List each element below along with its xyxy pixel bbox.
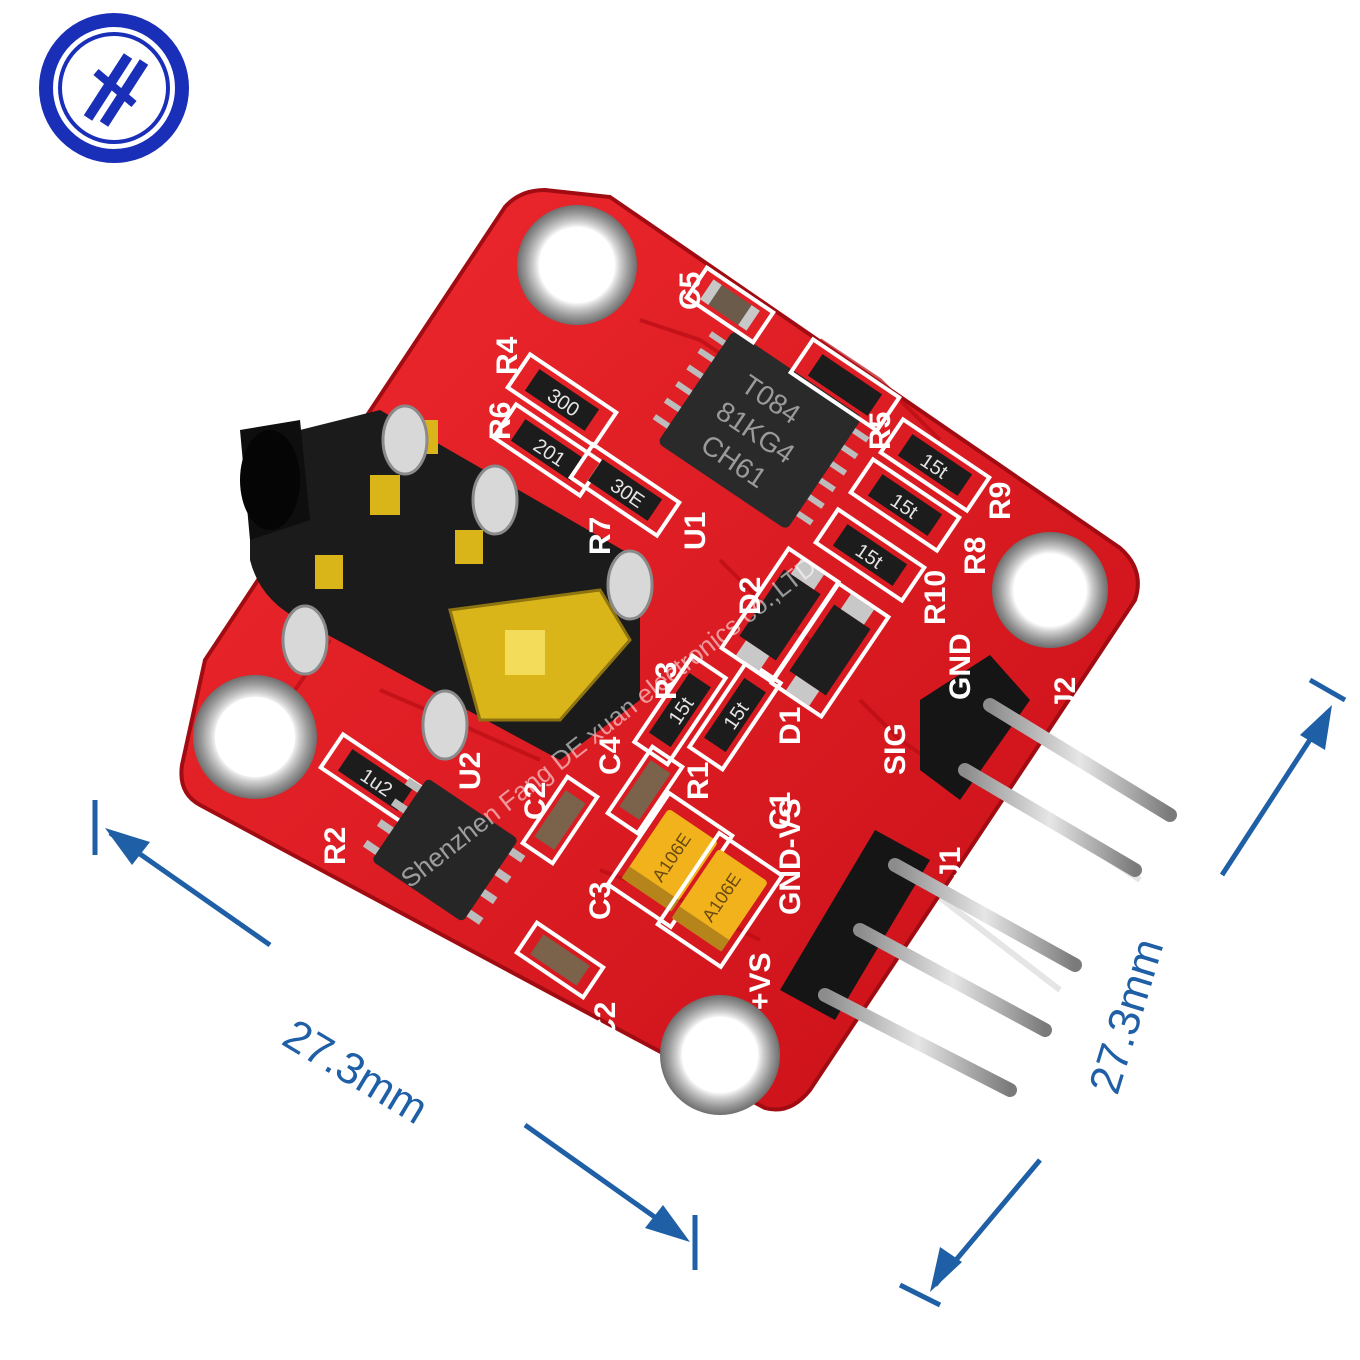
logo-icon [39,13,189,163]
label-c2-bottom: C2 [589,1002,622,1040]
ic-u2 [362,777,526,925]
label-r10: R10 [919,570,952,625]
label-c2: C2 [519,782,552,820]
label-j2: J2 [1049,677,1082,710]
pin-header-icon [780,655,1177,1097]
label-r8: R8 [959,537,992,575]
dimension-lines [92,677,1347,1308]
label-r5: R5 [864,412,897,450]
label-d2: D2 [734,577,767,615]
audio-jack-icon [240,404,654,761]
label-r1: R1 [682,762,715,800]
tantalum-capacitors: A106E A106E [604,790,786,970]
label-d1: D1 [774,707,807,745]
label-r4: R4 [491,336,524,375]
label-j1: J1 [934,847,967,880]
label-gnd-vs: GND-VS [774,798,807,915]
mounting-hole-icon [193,205,1108,1115]
diodes [718,545,892,720]
label-c4: C4 [594,736,627,775]
label-r7: R7 [584,517,617,555]
label-r9: R9 [984,482,1017,520]
label-u1: U1 [679,512,712,550]
silkscreen-labels: C5 R4 R6 R5 R9 R8 R10 R7 U1 D2 D1 R3 R1 … [319,272,1082,1040]
label-sig: SIG [879,723,912,775]
label-r6: R6 [484,402,517,440]
label-c5: C5 [674,272,707,310]
label-r2: R2 [319,827,352,865]
label-c3: C3 [584,882,617,920]
label-gnd: GND [944,633,977,700]
label-c1: C1 [764,792,797,830]
label-plus-vs: +VS [744,952,777,1010]
label-u2: U2 [454,752,487,790]
ic-u1: T084 81KG4 CH61 [652,331,870,528]
label-r3: R3 [650,662,683,700]
